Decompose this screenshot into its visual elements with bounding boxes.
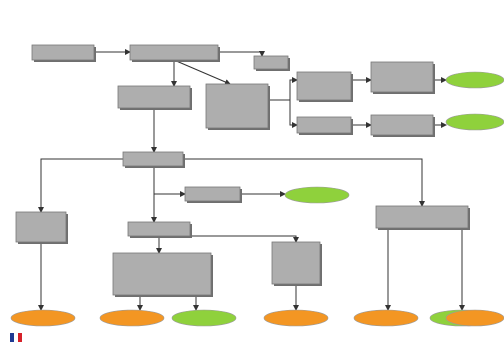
terminal-oval-green bbox=[445, 71, 504, 89]
process-box bbox=[117, 85, 191, 109]
process-box bbox=[15, 211, 67, 243]
flow-arrow bbox=[186, 294, 199, 311]
flow-arrow bbox=[268, 77, 298, 101]
footnote bbox=[30, 334, 330, 342]
process-box bbox=[129, 44, 219, 61]
terminal-oval-orange bbox=[10, 309, 76, 327]
flow-arrow bbox=[183, 158, 425, 207]
terminal-oval-orange bbox=[445, 309, 504, 327]
process-box bbox=[370, 61, 434, 93]
flow-arrow bbox=[218, 51, 265, 57]
process-box bbox=[31, 44, 95, 61]
process-box bbox=[205, 83, 269, 129]
process-box bbox=[112, 252, 212, 296]
process-box bbox=[184, 186, 241, 202]
flow-arrow bbox=[173, 59, 231, 85]
flow-arrow bbox=[38, 158, 123, 213]
process-box bbox=[122, 151, 184, 167]
process-box bbox=[253, 55, 289, 70]
terminal-oval-green bbox=[445, 113, 504, 131]
terminal-oval-orange bbox=[353, 309, 419, 327]
process-box bbox=[296, 71, 352, 101]
terminal-oval-orange bbox=[263, 309, 329, 327]
process-box bbox=[271, 241, 321, 285]
terminal-oval-green bbox=[171, 309, 237, 327]
process-box bbox=[296, 116, 352, 134]
flag-icon bbox=[10, 333, 22, 342]
process-box bbox=[370, 114, 434, 136]
terminal-oval-orange bbox=[99, 309, 165, 327]
process-box bbox=[127, 221, 191, 237]
terminal-oval-green bbox=[284, 186, 350, 204]
flow-arrow bbox=[289, 100, 298, 128]
flow-arrow bbox=[159, 235, 299, 243]
process-box bbox=[375, 205, 469, 229]
